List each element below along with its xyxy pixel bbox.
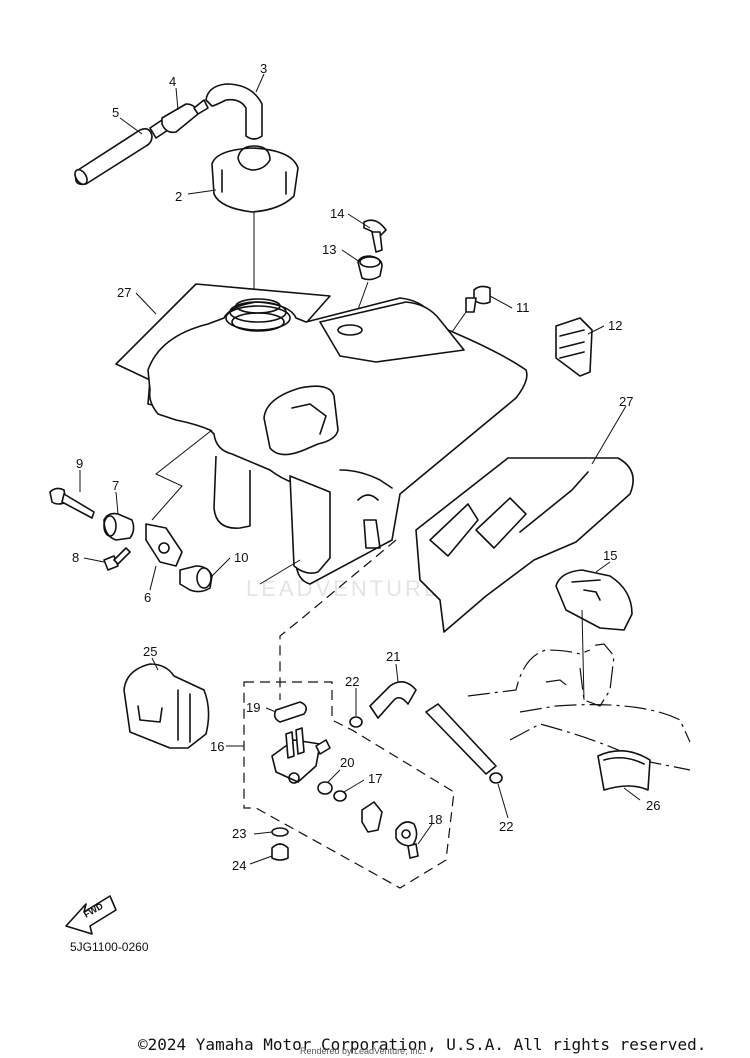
- callout-7[interactable]: 7: [112, 478, 119, 493]
- fwd-arrow-icon: FWD: [65, 895, 117, 935]
- part-5-hose[interactable]: [72, 128, 153, 187]
- part-14-screw[interactable]: [363, 219, 387, 253]
- part-19-plate[interactable]: [273, 701, 308, 723]
- callout-12[interactable]: 12: [608, 318, 622, 333]
- callout-3[interactable]: 3: [260, 61, 267, 76]
- part-11-bolt[interactable]: [465, 285, 491, 313]
- callout-15[interactable]: 15: [603, 548, 617, 563]
- leader-lines: [79, 73, 641, 865]
- diagram-code: 5JG1100-0260: [70, 940, 149, 954]
- part-17-packing[interactable]: [333, 790, 347, 802]
- copyright-notice: ©2024 Yamaha Motor Corporation, U.S.A. A…: [138, 1035, 707, 1054]
- part-12-clip[interactable]: [555, 317, 593, 377]
- callout-17[interactable]: 17: [368, 771, 382, 786]
- watermark-text: LEADVENTURE: [246, 576, 442, 601]
- callout-20[interactable]: 20: [340, 755, 354, 770]
- callout-21[interactable]: 21: [386, 649, 400, 664]
- part-23-washer[interactable]: [271, 827, 289, 837]
- callout-26[interactable]: 26: [646, 798, 660, 813]
- callout-27-right[interactable]: 27: [619, 394, 633, 409]
- tank-filler-neck: [225, 298, 291, 332]
- callout-13[interactable]: 13: [322, 242, 336, 257]
- callout-24[interactable]: 24: [232, 858, 246, 873]
- callout-18[interactable]: 18: [428, 812, 442, 827]
- part-26-guard[interactable]: [597, 750, 651, 791]
- frame-outline: [467, 643, 691, 771]
- fuel-cock-plate[interactable]: [395, 821, 418, 847]
- part-7-damper[interactable]: [103, 512, 135, 541]
- part-6-bracket[interactable]: [145, 523, 183, 567]
- fuel-cock-lever[interactable]: [361, 801, 383, 833]
- callout-9[interactable]: 9: [76, 456, 83, 471]
- part-21-hose[interactable]: [369, 681, 497, 775]
- part-10-collar[interactable]: [179, 565, 213, 593]
- part-3-bent-hose[interactable]: [205, 83, 263, 140]
- part-8-bolt[interactable]: [103, 547, 131, 571]
- callout-22-lower[interactable]: 22: [499, 819, 513, 834]
- callout-6[interactable]: 6: [144, 590, 151, 605]
- callout-5[interactable]: 5: [112, 105, 119, 120]
- part-2-fuel-cap[interactable]: [211, 145, 299, 213]
- part-25-cover[interactable]: [123, 663, 210, 749]
- part-9-bolt[interactable]: [49, 487, 95, 519]
- callout-8[interactable]: 8: [72, 550, 79, 565]
- callout-23[interactable]: 23: [232, 826, 246, 841]
- part-16-fuel-cock[interactable]: [271, 727, 331, 784]
- callout-14[interactable]: 14: [330, 206, 344, 221]
- callout-25[interactable]: 25: [143, 644, 157, 659]
- callout-16[interactable]: 16: [210, 739, 224, 754]
- callout-11[interactable]: 11: [516, 300, 530, 315]
- callout-22-upper[interactable]: 22: [345, 674, 359, 689]
- part-20-o-ring[interactable]: [317, 781, 333, 795]
- part-18-screw[interactable]: [407, 843, 419, 859]
- callout-27-left[interactable]: 27: [117, 285, 131, 300]
- part-1-fuel-tank[interactable]: [147, 297, 528, 585]
- part-13-collar[interactable]: [357, 255, 383, 281]
- fuel-cock-assembly-boundary: [243, 681, 455, 889]
- part-24-bolt[interactable]: [271, 843, 289, 861]
- callout-2[interactable]: 2: [175, 189, 182, 204]
- part-4-breather-valve[interactable]: [149, 99, 209, 139]
- tank-top-plate: [319, 301, 465, 363]
- callout-labels: 2 3 4 5 6 7 8 9 10 11 12 13 14 15 16 17 …: [72, 61, 660, 873]
- callout-4[interactable]: 4: [169, 74, 176, 89]
- rendered-by-notice: Rendered by LeadVenture, Inc.: [300, 1046, 425, 1056]
- callout-10[interactable]: 10: [234, 550, 248, 565]
- part-15-clamp[interactable]: [555, 569, 633, 631]
- part-27-shroud-right[interactable]: [415, 457, 634, 633]
- part-22-clamp-lower[interactable]: [489, 772, 503, 784]
- callout-19[interactable]: 19: [246, 700, 260, 715]
- part-22-clamp-upper[interactable]: [349, 716, 363, 728]
